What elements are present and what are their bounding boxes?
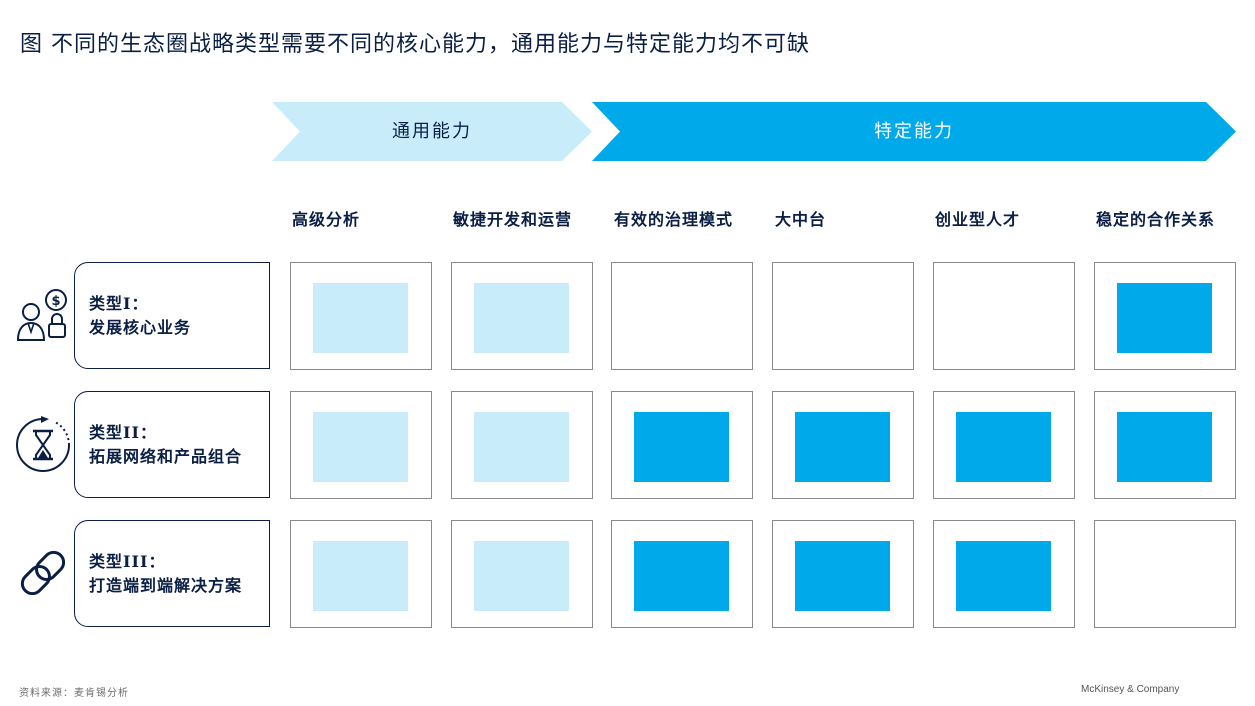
specific-banner-label: 特定能力 <box>874 121 954 142</box>
chain-link-icon <box>20 550 66 596</box>
matrix-cell-r2-c4 <box>772 391 914 499</box>
specific-capability-fill <box>795 412 890 482</box>
source-note: 资料来源：麦肯锡分析 <box>19 688 129 699</box>
type-1-title: 类型I： <box>89 293 149 313</box>
general-banner-label: 通用能力 <box>392 121 472 142</box>
specific-capability-banner: 特定能力 <box>592 102 1236 161</box>
specific-capability-fill <box>1117 283 1212 353</box>
matrix-cell-r2-c1 <box>290 391 432 499</box>
specific-capability-fill <box>1117 412 1212 482</box>
page-title: 图 不同的生态圈战略类型需要不同的核心能力，通用能力与特定能力均不可缺 <box>20 32 810 57</box>
type-2-title: 类型II： <box>89 422 157 442</box>
matrix-cell-r3-c2 <box>451 520 593 628</box>
matrix-cell-r1-c6 <box>1094 262 1236 370</box>
general-banner-chevron <box>272 102 592 161</box>
matrix-cell-r3-c4 <box>772 520 914 628</box>
general-capability-fill <box>474 412 569 482</box>
column-header-advanced-analytics: 高级分析 <box>292 210 361 229</box>
type-1-subtitle: 发展核心业务 <box>89 317 192 337</box>
hourglass-refresh-icon <box>16 416 70 472</box>
matrix-cell-r3-c1 <box>290 520 432 628</box>
matrix-cell-r2-c2 <box>451 391 593 499</box>
general-capability-fill <box>313 541 408 611</box>
brand-footer: McKinsey & Company <box>1081 684 1180 695</box>
matrix-cell-r3-c3 <box>611 520 753 628</box>
matrix-cell-r2-c5 <box>933 391 1075 499</box>
type-3-subtitle: 打造端到端解决方案 <box>89 575 243 595</box>
matrix-cell-r1-c1 <box>290 262 432 370</box>
strategy-type-1-box: 类型I： 发展核心业务 <box>74 262 270 369</box>
strategy-type-3-box: 类型III： 打造端到端解决方案 <box>74 520 270 627</box>
matrix-cell-r1-c3 <box>611 262 753 370</box>
specific-capability-fill <box>956 541 1051 611</box>
matrix-cell-r3-c5 <box>933 520 1075 628</box>
column-header-governance: 有效的治理模式 <box>614 210 734 229</box>
specific-capability-fill <box>634 412 729 482</box>
matrix-cell-r2-c3 <box>611 391 753 499</box>
general-capability-fill <box>474 283 569 353</box>
column-header-entrepreneurial-talent: 创业型人才 <box>935 210 1021 229</box>
column-header-agile-devops: 敏捷开发和运营 <box>453 210 573 229</box>
matrix-cell-r2-c6 <box>1094 391 1236 499</box>
specific-capability-fill <box>634 541 729 611</box>
type-3-title: 类型III： <box>89 551 166 571</box>
specific-banner-chevron <box>592 102 1236 161</box>
matrix-cell-r3-c6 <box>1094 520 1236 628</box>
matrix-cell-r1-c5 <box>933 262 1075 370</box>
svg-text:$: $ <box>51 294 60 309</box>
matrix-cell-r1-c4 <box>772 262 914 370</box>
type-2-subtitle: 拓展网络和产品组合 <box>89 446 243 466</box>
column-header-stable-partnership: 稳定的合作关系 <box>1096 210 1216 229</box>
strategy-type-2-box: 类型II： 拓展网络和产品组合 <box>74 391 270 498</box>
general-capability-fill <box>313 283 408 353</box>
businessman-dollar-lock-icon: $ <box>16 289 67 341</box>
general-capability-fill <box>313 412 408 482</box>
matrix-cell-r1-c2 <box>451 262 593 370</box>
specific-capability-fill <box>795 541 890 611</box>
general-capability-banner: 通用能力 <box>272 102 592 161</box>
column-header-middle-platform: 大中台 <box>775 210 827 229</box>
general-capability-fill <box>474 541 569 611</box>
specific-capability-fill <box>956 412 1051 482</box>
